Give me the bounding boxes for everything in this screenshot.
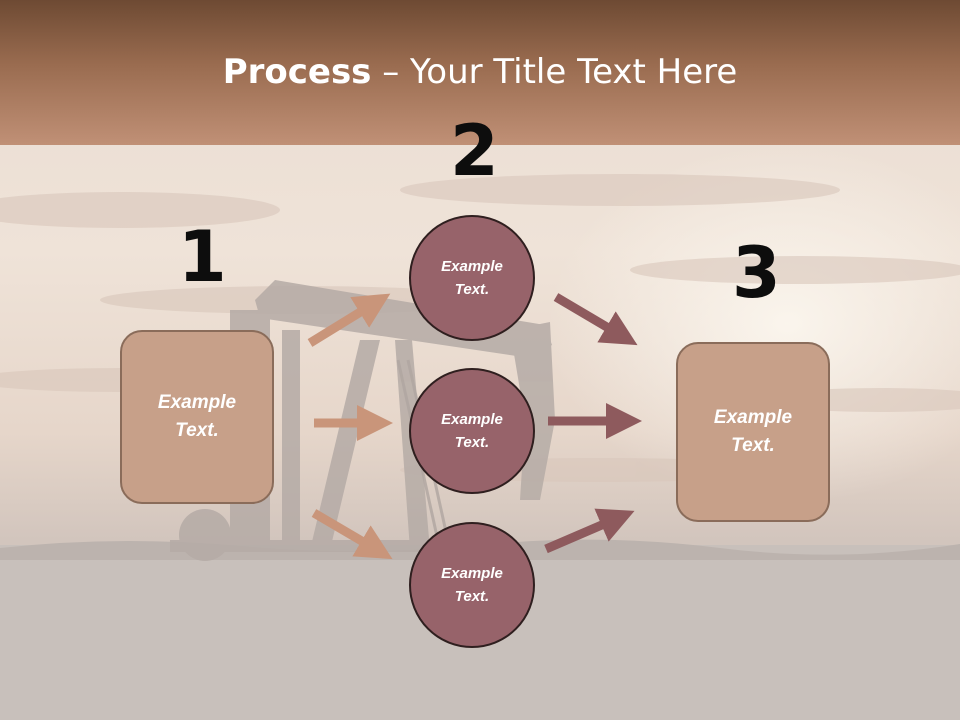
step-number-3: 3 — [732, 232, 781, 314]
circle-bottom: Example Text. — [409, 522, 535, 648]
step-number-2: 2 — [450, 110, 499, 192]
circle-middle-text: Example Text. — [441, 410, 503, 451]
arrow-top-to-right — [553, 293, 638, 346]
left-box-text: Example Text. — [157, 391, 237, 442]
right-box: Example Text. — [676, 342, 830, 522]
arrow-bottom-to-right — [544, 508, 635, 554]
step-number-1: 1 — [178, 216, 227, 298]
page-title: Process – Your Title Text Here — [0, 52, 960, 92]
title-banner — [0, 0, 960, 145]
circle-top: Example Text. — [409, 215, 535, 341]
arrow-left-to-bottom — [311, 509, 393, 560]
title-bold: Process — [222, 52, 372, 92]
circle-top-text: Example Text. — [441, 257, 503, 298]
left-box: Example Text. — [120, 330, 274, 504]
circle-bottom-text: Example Text. — [441, 564, 503, 605]
right-box-text: Example Text. — [713, 406, 793, 457]
circle-middle: Example Text. — [409, 368, 535, 494]
title-rest: – Your Title Text Here — [371, 52, 738, 92]
arrow-left-to-top — [307, 293, 391, 347]
